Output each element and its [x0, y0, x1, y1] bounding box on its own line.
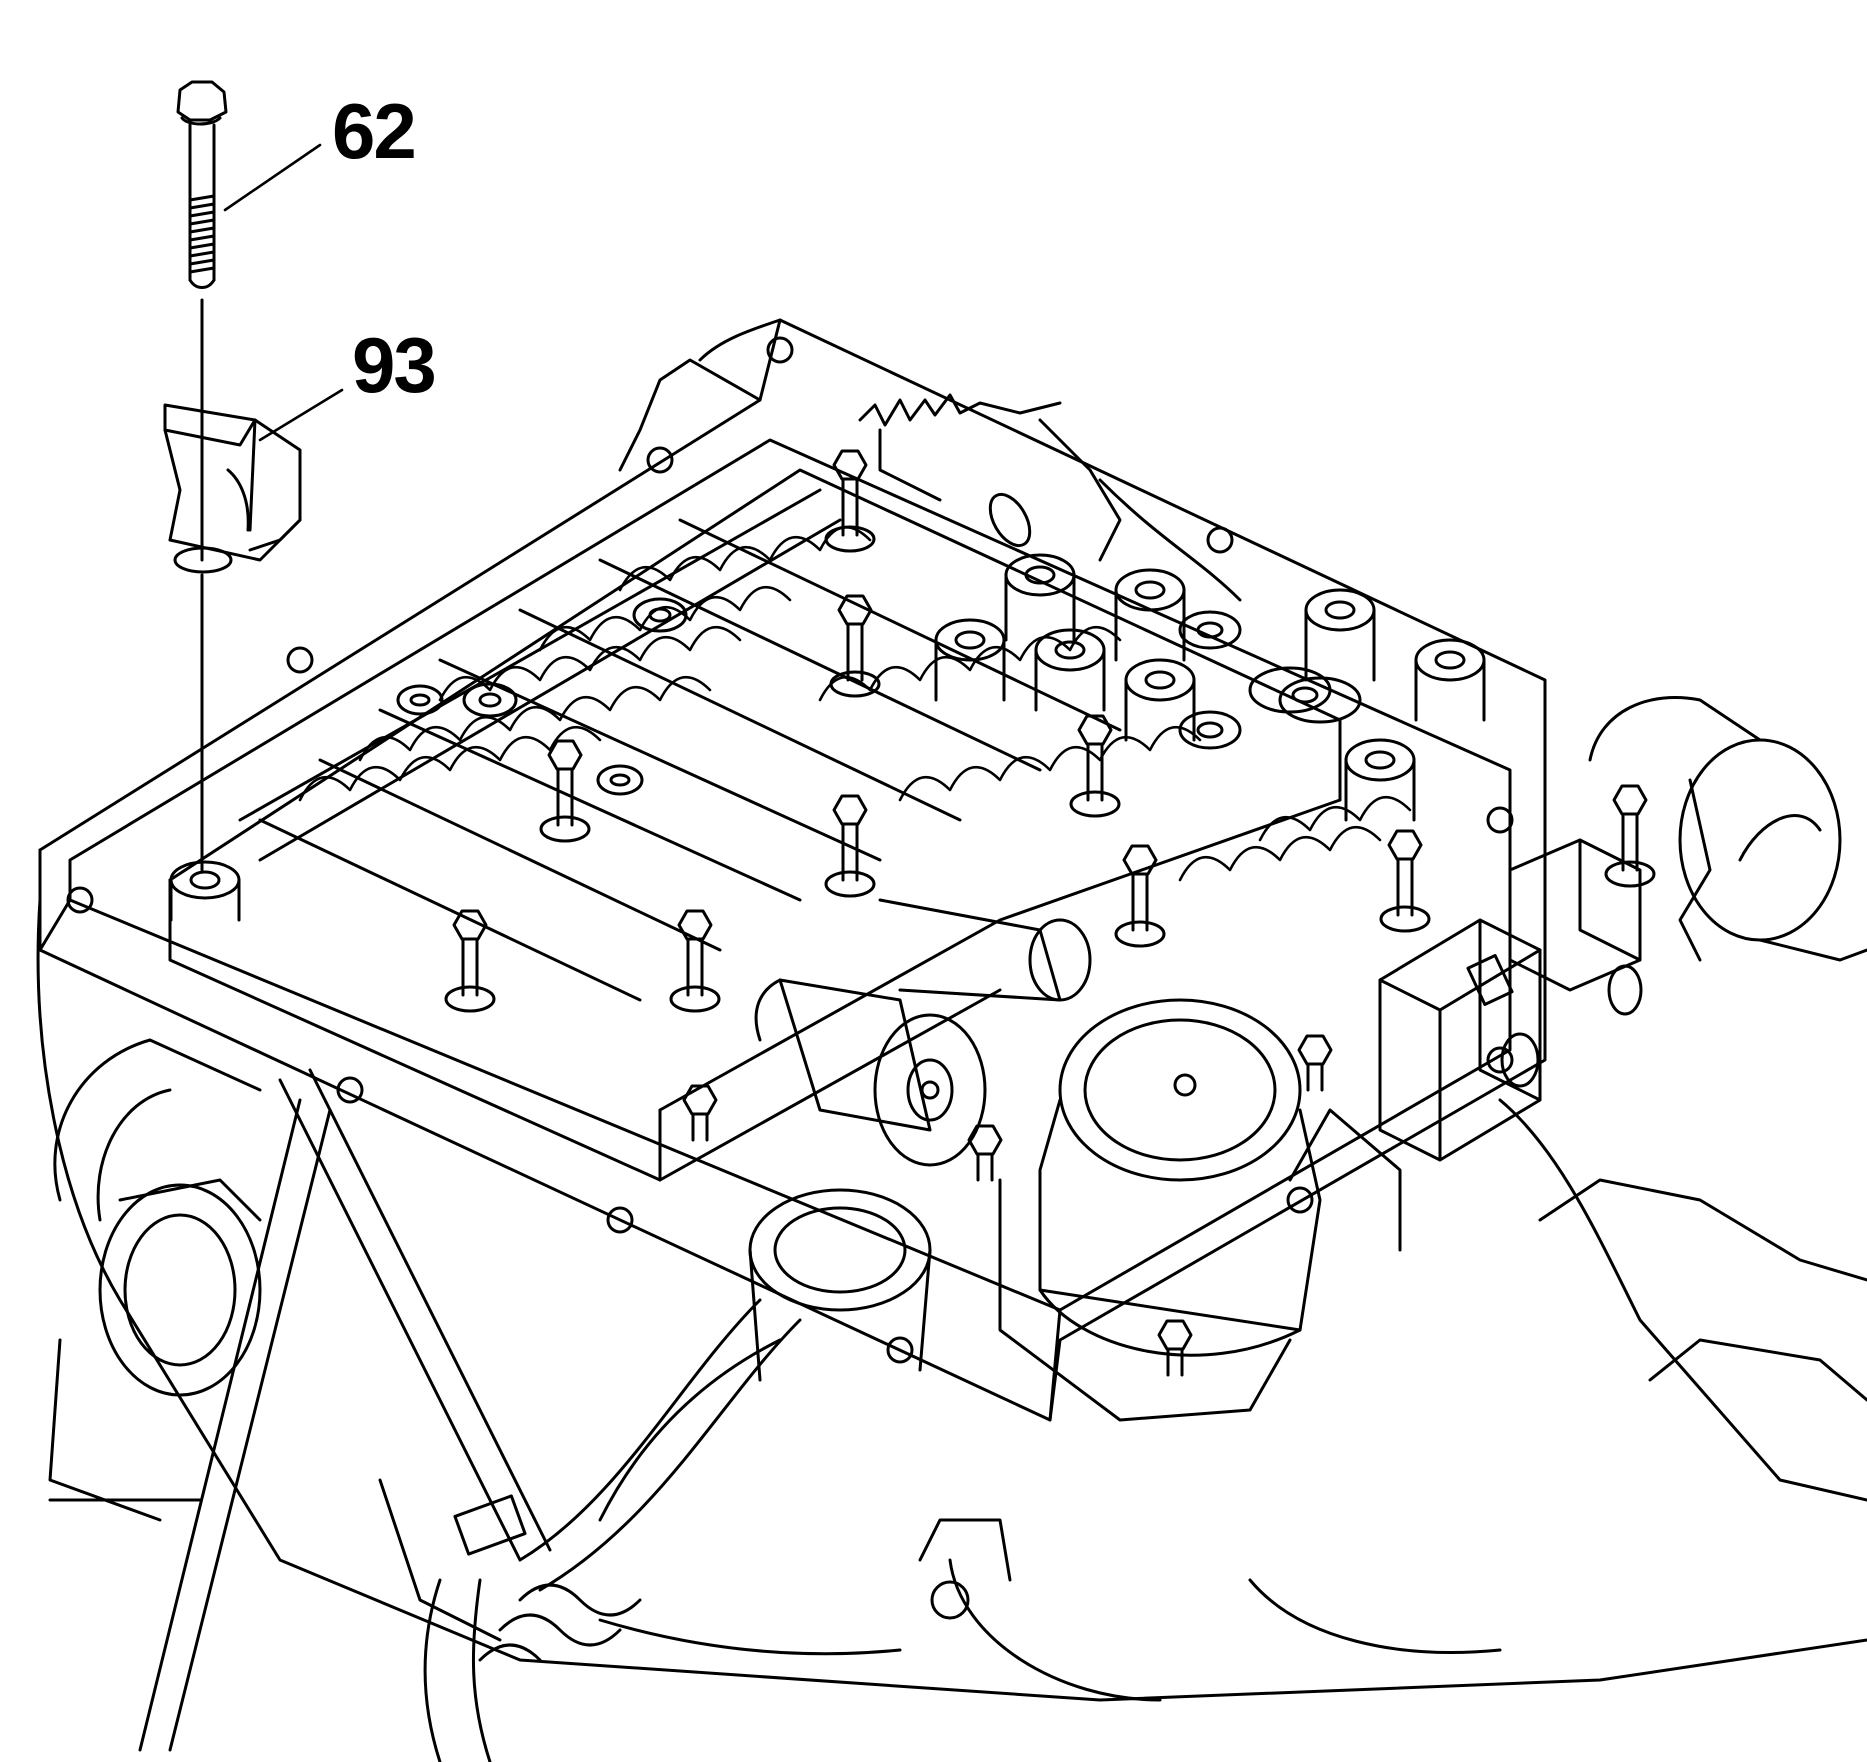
leader-line-93 — [258, 388, 344, 442]
bolt-62 — [169, 80, 241, 922]
wiring-harness — [138, 1068, 802, 1762]
spool-valves — [298, 525, 1412, 882]
valve-body-bosses — [396, 553, 1486, 822]
shift-solenoid — [754, 898, 1092, 1167]
left-housing-port — [53, 1038, 262, 1397]
valve-body — [168, 468, 1342, 1182]
electrical-connectors — [1378, 838, 1643, 1162]
leader-line-62 — [223, 143, 322, 212]
callout-62: 62 — [332, 87, 417, 175]
pressure-control-solenoid — [998, 998, 1402, 1422]
bracket-93 — [163, 403, 302, 574]
pan-rail — [38, 318, 1547, 1422]
leader-lines — [223, 143, 344, 442]
callout-93: 93 — [352, 321, 437, 409]
detent-spring — [858, 393, 1242, 602]
filter-seal-port — [748, 1188, 932, 1382]
tcc-solenoid — [1588, 696, 1867, 962]
valve-body-bolts — [444, 449, 1656, 1377]
